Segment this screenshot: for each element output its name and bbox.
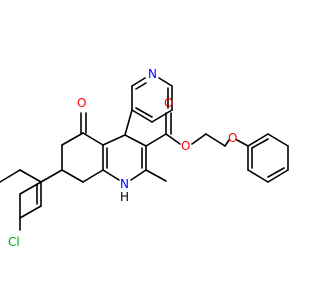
- ester-carbonyl-oxygen-label: O: [164, 96, 173, 110]
- ether-oxygen-label: O: [228, 131, 237, 145]
- nh-hydrogen-label: H: [120, 190, 129, 204]
- ester-oxygen-label: O: [181, 139, 190, 153]
- chlorine-label: Cl: [8, 235, 20, 249]
- bond-lines: [0, 77, 289, 231]
- ketone-oxygen-label: O: [77, 96, 86, 110]
- molecule-drawing: O N O O O Cl N H: [0, 67, 289, 249]
- pyridine-nitrogen-label: N: [148, 67, 157, 81]
- ring-nitrogen-label: N: [120, 177, 129, 191]
- structure-canvas: O N O O O Cl N H: [0, 67, 289, 249]
